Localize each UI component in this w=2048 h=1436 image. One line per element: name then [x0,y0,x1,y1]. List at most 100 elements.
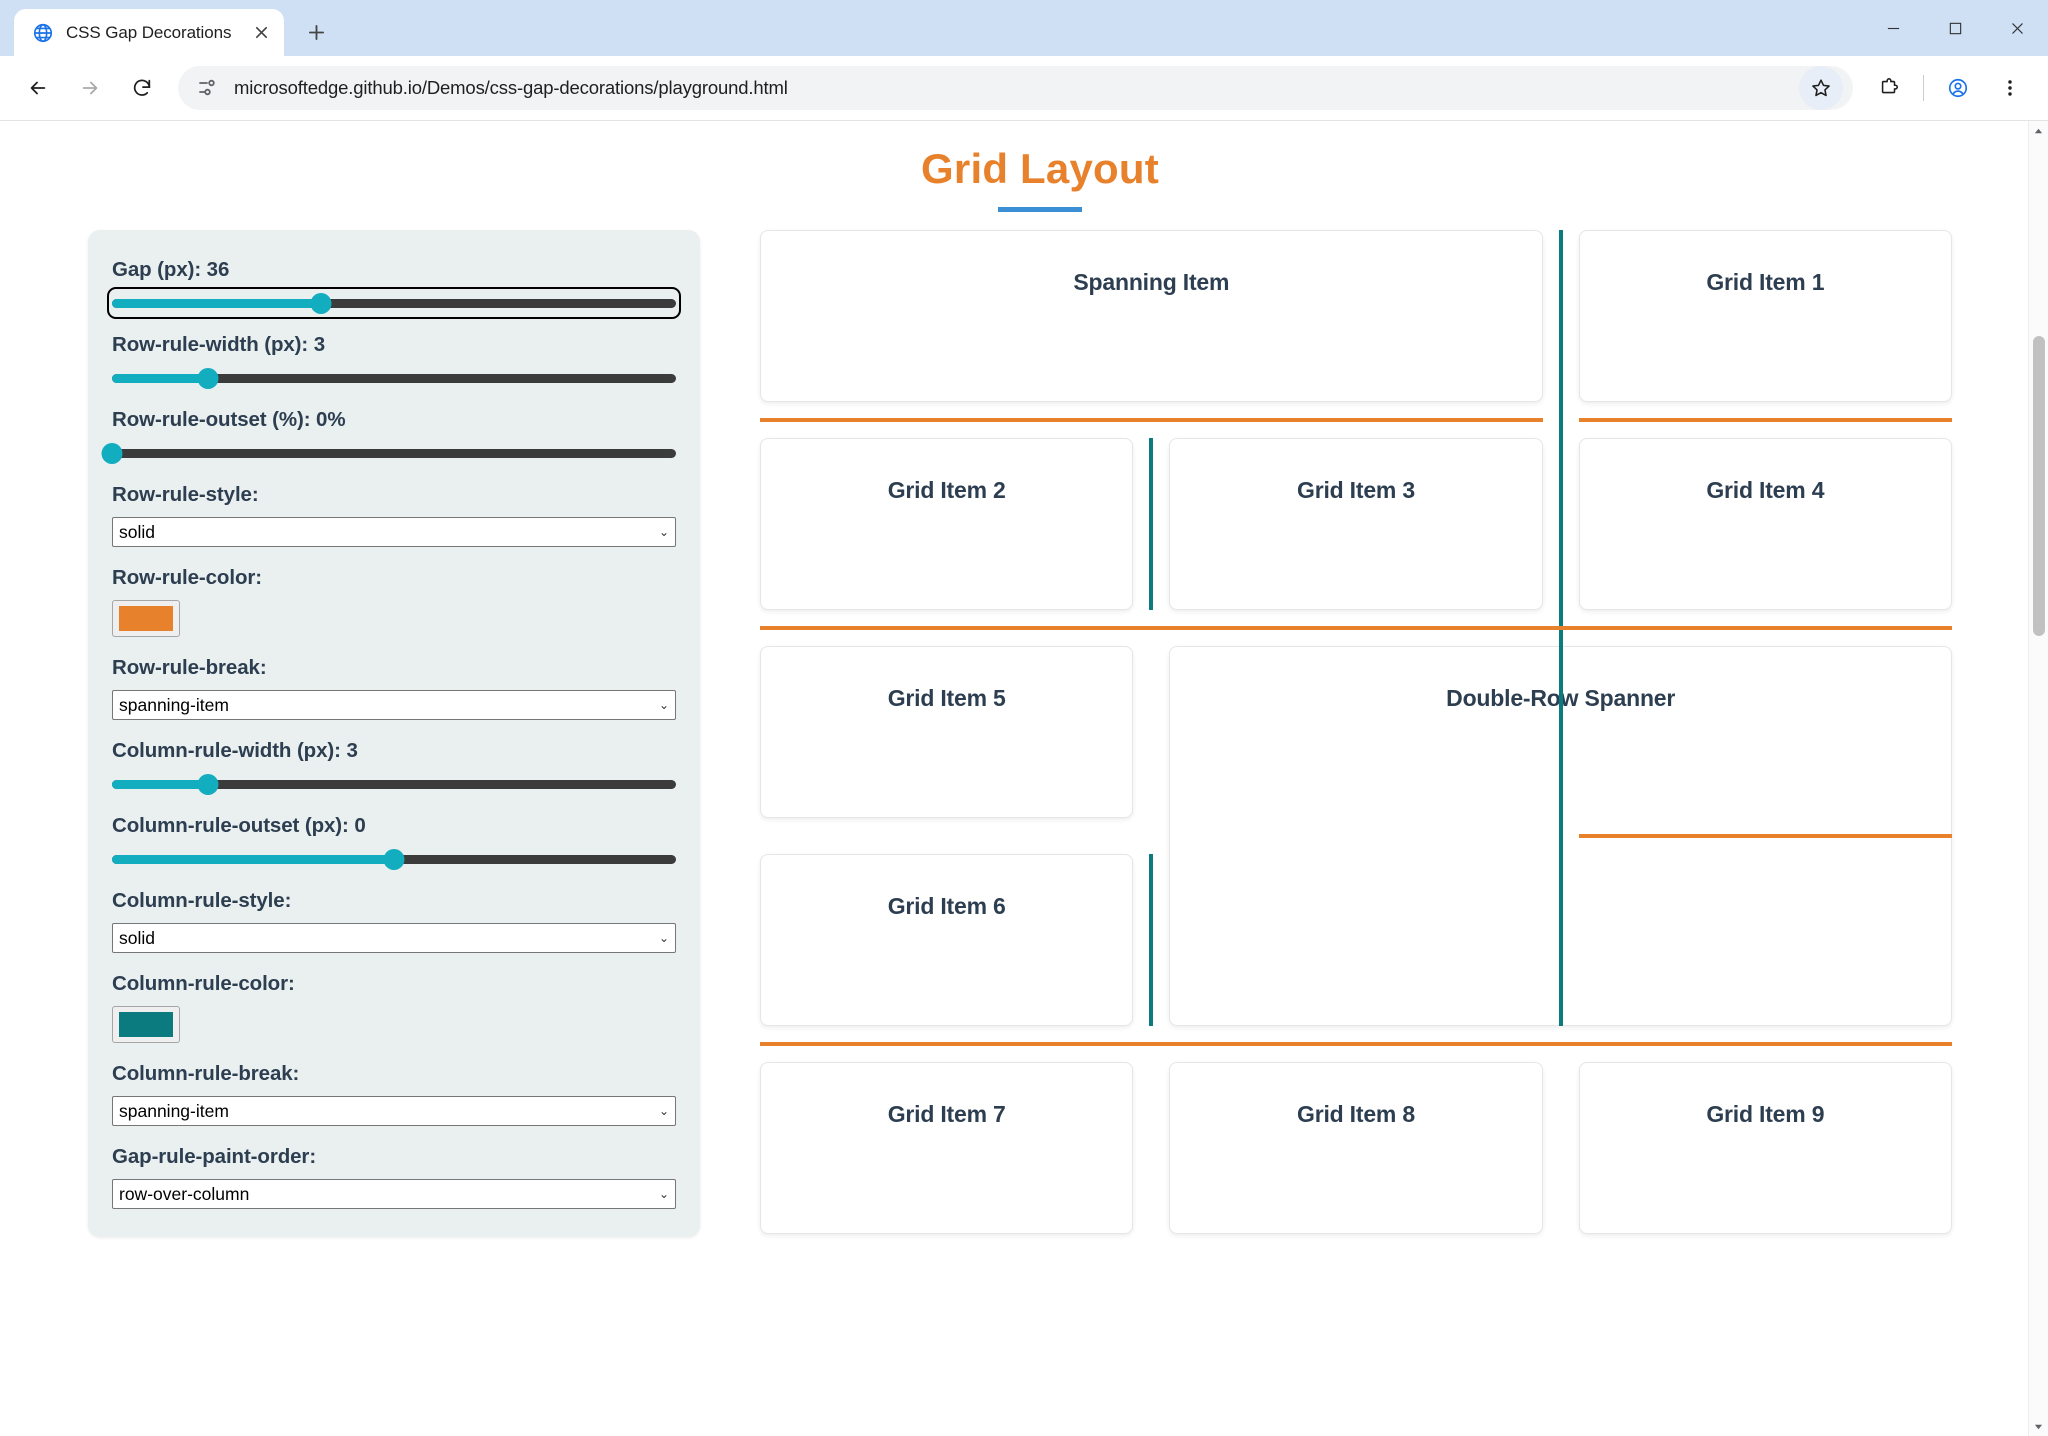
chevron-down-icon: ⌄ [658,1187,669,1201]
select-value: solid [119,521,155,542]
slider-track[interactable] [112,298,676,308]
page-info-icon[interactable] [196,76,220,100]
title-underline [998,207,1082,212]
vertical-scrollbar[interactable] [2028,121,2048,1436]
slider-thumb[interactable] [310,292,332,314]
scroll-up-arrow-icon[interactable] [2029,121,2048,141]
minimize-icon[interactable] [1862,0,1924,56]
page-content: Gap (px): 36 Row-rule-width (px): 3 Row-ru… [52,212,2028,1237]
window-controls [1862,0,2048,56]
control-label-row-rule-break: Row-rule-break: [112,656,267,679]
select-column-rule-style[interactable]: solid⌄ [112,923,676,953]
close-icon[interactable] [248,20,274,46]
slider-gap[interactable] [107,287,681,319]
grid-item-label: Grid Item 3 [1297,477,1415,503]
grid-item: Grid Item 5 [760,646,1134,818]
control-gap-rule-paint-order: Gap-rule-paint-order: row-over-column⌄ [112,1145,676,1209]
control-label-column-rule-outset: Column-rule-outset (px): 0 [112,814,366,837]
address-bar[interactable]: microsoftedge.github.io/Demos/css-gap-de… [178,66,1853,110]
grid-item: Grid Item 8 [1169,1062,1543,1234]
select-value: spanning-item [119,1100,229,1121]
control-label-row-rule-color: Row-rule-color: [112,566,262,589]
grid-item-label: Spanning Item [1073,269,1230,295]
select-gap-rule-paint-order[interactable]: row-over-column⌄ [112,1179,676,1209]
chevron-down-icon: ⌄ [658,525,669,539]
grid-item-label: Grid Item 9 [1706,1101,1825,1127]
grid-item: Double-Row Spanner [1169,646,1952,1026]
page-viewport: Grid Layout Gap (px): 36 Row-rule-width (… [0,120,2048,1436]
control-label-row-rule-style: Row-rule-style: [112,483,259,506]
select-row-rule-break[interactable]: spanning-item⌄ [112,690,676,720]
control-label-column-rule-width: Column-rule-width (px): 3 [112,739,358,762]
slider-track[interactable] [112,779,676,789]
page-title: Grid Layout [921,145,1159,192]
grid-item: Grid Item 2 [760,438,1134,610]
control-row-rule-break: Row-rule-break: spanning-item⌄ [112,656,676,720]
control-row-rule-width: Row-rule-width (px): 3 [112,333,676,389]
slider-track[interactable] [112,373,676,383]
grid-item-label: Double-Row Spanner [1446,685,1676,711]
grid-item-label: Grid Item 4 [1706,477,1825,503]
slider-column-rule-width[interactable] [112,773,676,795]
control-label-column-rule-style: Column-rule-style: [112,889,292,912]
close-window-icon[interactable] [1986,0,2048,56]
browser-titlebar: CSS Gap Decorations playground [0,0,2048,56]
grid-item: Grid Item 4 [1578,438,1952,610]
grid-container: Spanning Item Grid Item 1 Grid Item 2 Grid … [760,230,1952,1234]
scrollbar-thumb[interactable] [2033,336,2045,636]
url-text[interactable]: microsoftedge.github.io/Demos/css-gap-de… [234,77,788,98]
extensions-icon[interactable] [1865,64,1913,112]
select-row-rule-style[interactable]: solid ⌄ [112,517,676,547]
control-column-rule-style: Column-rule-style: solid⌄ [112,889,676,953]
color-swatch [119,606,173,631]
more-menu-icon[interactable] [1986,64,2034,112]
control-label-row-rule-outset: Row-rule-outset (%): 0% [112,408,346,431]
grid-item: Grid Item 7 [760,1062,1134,1234]
star-icon[interactable] [1799,66,1843,110]
grid-item-label: Grid Item 2 [887,477,1006,503]
grid-item: Grid Item 6 [760,854,1134,1026]
select-column-rule-break[interactable]: spanning-item⌄ [112,1096,676,1126]
slider-fill [112,779,208,789]
grid-item: Grid Item 3 [1169,438,1543,610]
slider-thumb[interactable] [197,773,219,795]
reload-icon[interactable] [118,64,166,112]
controls-panel: Gap (px): 36 Row-rule-width (px): 3 Row-ru… [88,230,700,1237]
profile-icon[interactable] [1934,64,1982,112]
slider-track[interactable] [112,448,676,458]
control-column-rule-outset: Column-rule-outset (px): 0 [112,814,676,870]
slider-fill [112,298,321,308]
slider-thumb[interactable] [197,367,219,389]
maximize-icon[interactable] [1924,0,1986,56]
forward-arrow-icon[interactable] [66,64,114,112]
control-label-gap: Gap (px): 36 [112,258,230,281]
slider-column-rule-outset[interactable] [112,848,676,870]
toolbar-divider [1923,75,1924,101]
color-picker-row-rule-color[interactable] [112,600,180,637]
grid-item: Grid Item 1 [1578,230,1952,402]
browser-tab[interactable]: CSS Gap Decorations playground [14,9,284,56]
slider-row-rule-outset[interactable] [101,442,676,464]
control-label-gap-rule-paint-order: Gap-rule-paint-order: [112,1145,317,1168]
slider-thumb[interactable] [383,848,405,870]
control-label-column-rule-break: Column-rule-break: [112,1062,300,1085]
select-value: solid [119,927,155,948]
back-arrow-icon[interactable] [14,64,62,112]
grid-item-label: Grid Item 7 [887,1101,1006,1127]
control-row-rule-style: Row-rule-style: solid ⌄ [112,483,676,547]
browser-toolbar: microsoftedge.github.io/Demos/css-gap-de… [0,56,2048,120]
scroll-down-arrow-icon[interactable] [2029,1416,2048,1436]
control-label-row-rule-width: Row-rule-width (px): 3 [112,333,326,356]
color-swatch [119,1012,173,1037]
slider-fill [112,373,208,383]
globe-icon [32,22,54,44]
new-tab-button[interactable] [296,12,336,52]
color-picker-column-rule-color[interactable] [112,1006,180,1043]
control-column-rule-break: Column-rule-break: spanning-item⌄ [112,1062,676,1126]
slider-row-rule-width[interactable] [112,367,676,389]
grid-item: Grid Item 9 [1578,1062,1952,1234]
grid-item: Spanning Item [760,230,1543,402]
slider-fill [112,854,394,864]
slider-thumb[interactable] [101,442,123,464]
